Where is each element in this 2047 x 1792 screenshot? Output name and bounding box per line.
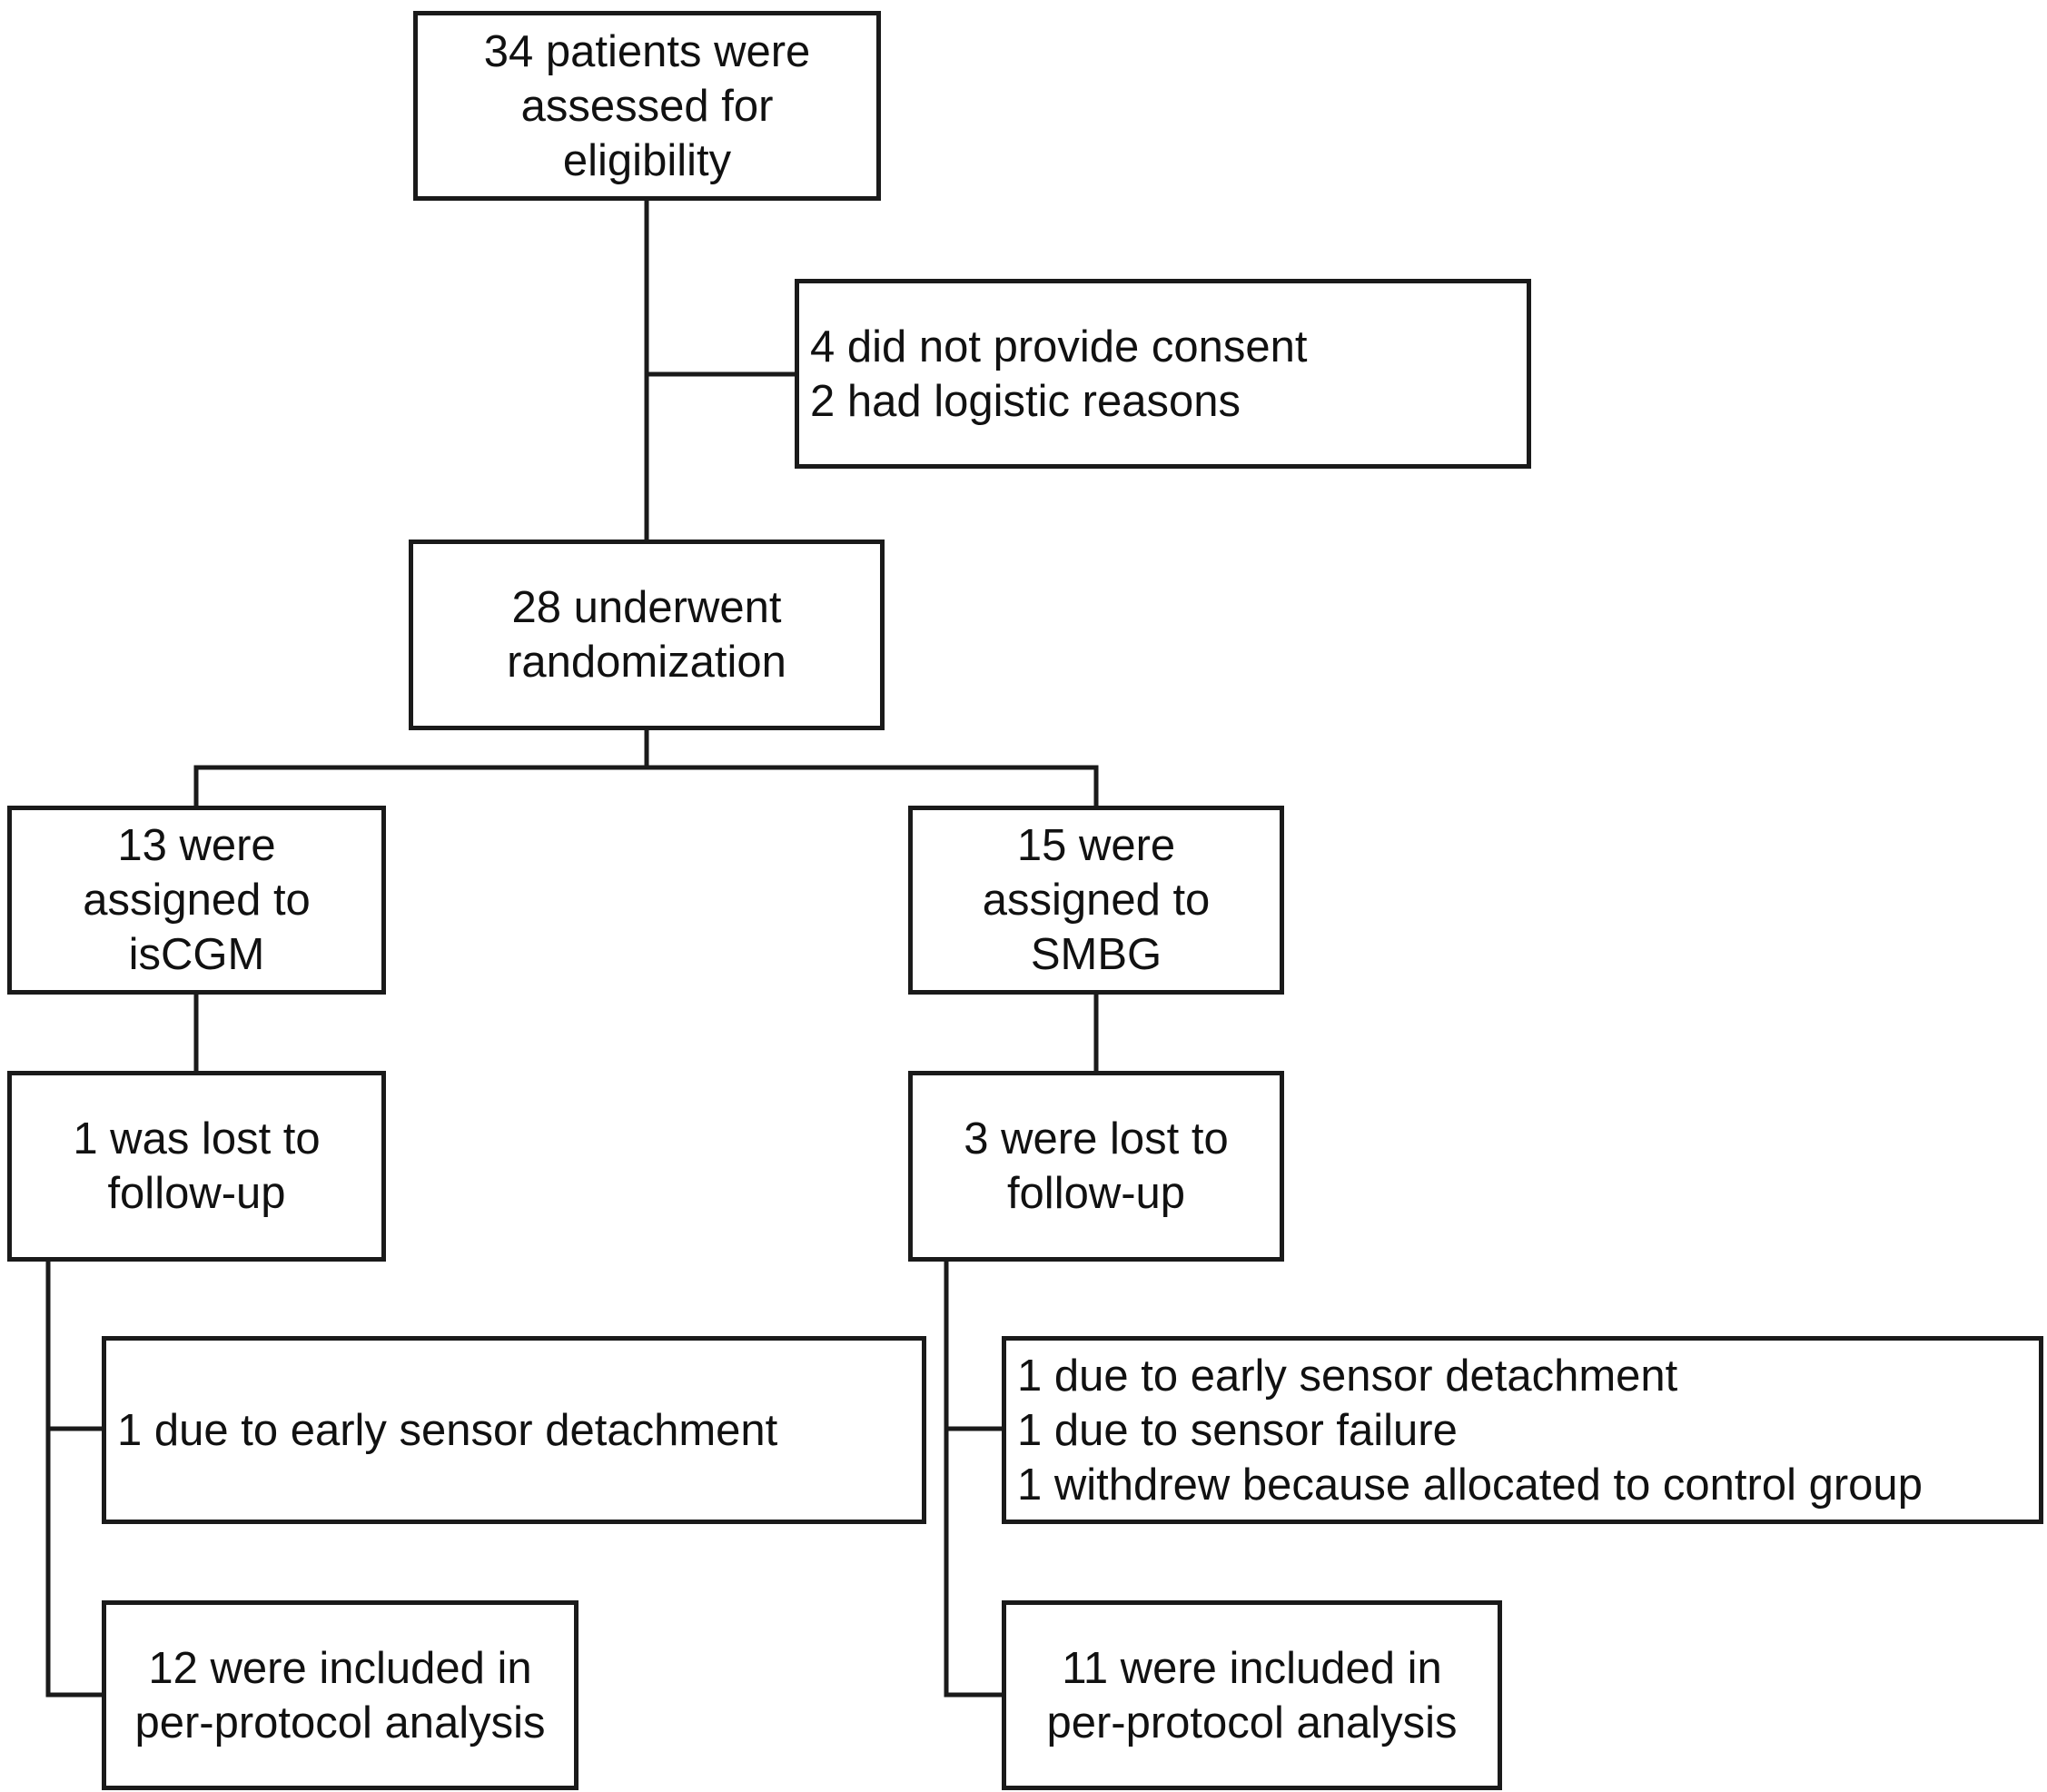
smbg-lost-box: 3 were lost to follow-up <box>908 1071 1284 1262</box>
iscgm-analyzed-box: 12 were included in per-protocol analysi… <box>102 1600 578 1790</box>
box-text-line: 4 did not provide consent <box>810 322 1308 371</box>
randomized-box: 28 underwent randomization <box>409 540 885 730</box>
box-text-line: isCGM <box>128 930 265 979</box>
box-text-line: 15 were <box>1016 821 1176 870</box>
smbg-assigned-box: 15 were assigned to SMBG <box>908 806 1284 995</box>
box-text-line: assigned to <box>83 876 311 925</box>
box-text-line: randomization <box>507 638 786 687</box>
box-text-line: 1 withdrew because allocated to control … <box>1017 1460 1923 1510</box>
iscgm-reasons-box: 1 due to early sensor detachment <box>102 1336 926 1524</box>
box-text-line: assessed for <box>520 81 774 131</box>
box-text-line: SMBG <box>1030 930 1162 979</box>
box-text-line: follow-up <box>107 1169 286 1218</box>
box-text-line: follow-up <box>1006 1169 1186 1218</box>
smbg-reasons-box: 1 due to early sensor detachment 1 due t… <box>1002 1336 2043 1524</box>
smbg-analyzed-box: 11 were included in per-protocol analysi… <box>1002 1600 1502 1790</box>
box-text-line: per-protocol analysis <box>134 1698 546 1747</box>
box-text-line: per-protocol analysis <box>1046 1698 1458 1747</box>
box-text-line: 12 were included in <box>148 1643 532 1693</box>
box-text-line: 1 due to sensor failure <box>1017 1405 1458 1455</box>
box-text-line: 1 was lost to <box>73 1114 321 1163</box>
iscgm-lost-box: 1 was lost to follow-up <box>7 1071 386 1262</box>
box-text-line: 1 due to early sensor detachment <box>117 1405 778 1455</box>
box-text-line: 1 due to early sensor detachment <box>1017 1351 1678 1401</box>
box-text-line: assigned to <box>982 876 1211 925</box>
assessed-box: 34 patients were assessed for eligibilit… <box>413 11 881 201</box>
box-text-line: 13 were <box>117 821 276 870</box>
box-text-line: 2 had logistic reasons <box>810 376 1241 426</box>
box-text-line: 11 were included in <box>1062 1643 1442 1693</box>
iscgm-assigned-box: 13 were assigned to isCGM <box>7 806 386 995</box>
excluded-box: 4 did not provide consent 2 had logistic… <box>795 279 1531 469</box>
box-text-line: 28 underwent <box>511 583 782 632</box>
box-text-line: 3 were lost to <box>964 1114 1229 1163</box>
box-text-line: eligibility <box>562 135 732 185</box>
box-text-line: 34 patients were <box>483 26 811 76</box>
